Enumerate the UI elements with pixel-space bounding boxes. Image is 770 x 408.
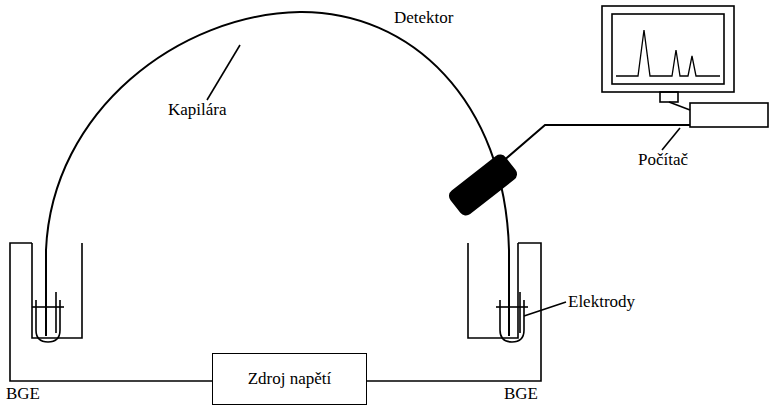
capillary [46, 12, 509, 336]
detector-block [446, 152, 520, 219]
computer-label: Počítač [638, 150, 688, 170]
left-stand-wire [10, 243, 212, 381]
monitor [602, 6, 734, 92]
left-stand-inner [32, 243, 82, 338]
power-supply-box: Zdroj napětí [212, 353, 367, 405]
bge-label: BGE [6, 384, 40, 404]
computer-unit [690, 103, 768, 127]
left-electrolyte-level [32, 306, 64, 308]
right-electrolyte-level [496, 306, 528, 308]
monitor-stand [660, 92, 678, 102]
detector-label: Detektor [394, 8, 453, 28]
right-stand-inner [468, 243, 518, 338]
monitor-screen [612, 14, 724, 84]
bge-label: BGE [504, 384, 538, 404]
capillary-leader [207, 45, 240, 100]
electrode-label: Elektrody [568, 292, 635, 312]
electrode-leader [524, 302, 566, 316]
computer-leader [662, 128, 680, 150]
capillary-label: Kapilára [168, 100, 227, 120]
monitor-link [669, 102, 690, 110]
right-stand-wire [367, 243, 541, 381]
node-text: Zdroj napětí [248, 368, 332, 389]
left-electrode [55, 292, 57, 333]
electropherogram [616, 30, 720, 76]
right-electrode [519, 292, 521, 333]
